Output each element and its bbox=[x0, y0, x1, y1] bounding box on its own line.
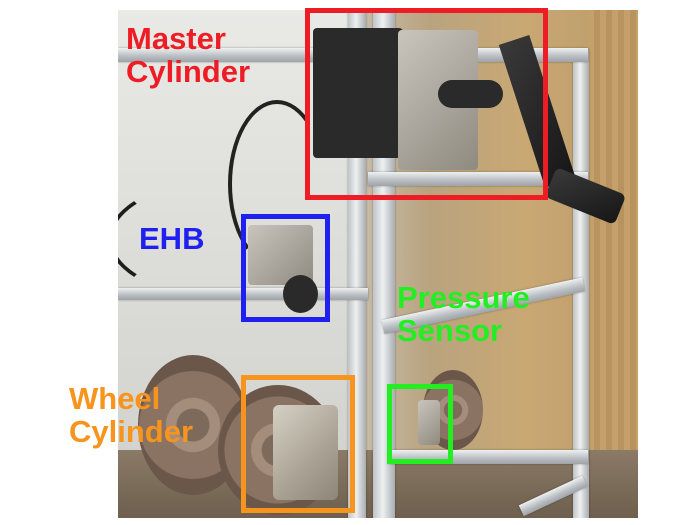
pushrod-boot bbox=[438, 80, 503, 108]
master-cylinder-label-line2: Cylinder bbox=[126, 54, 251, 89]
frame-rail-mid bbox=[368, 172, 588, 186]
master-cylinder-label-line1: Master bbox=[126, 21, 226, 56]
pressure-sensor-body bbox=[418, 400, 440, 445]
wooden-panel bbox=[588, 10, 638, 518]
wheel-cylinder-label: Wheel Cylinder bbox=[69, 382, 193, 448]
ehb-label-text: EHB bbox=[139, 221, 205, 256]
master-cylinder-label: Master Cylinder bbox=[126, 22, 250, 88]
booster-housing bbox=[313, 28, 403, 158]
pressure-sensor-label-line1: Pressure bbox=[397, 280, 530, 315]
wheel-cylinder-highlight bbox=[241, 375, 355, 513]
ehb-motor bbox=[283, 275, 318, 313]
cable-hose bbox=[228, 100, 326, 268]
master-cylinder-highlight bbox=[305, 8, 548, 200]
ehb-label: EHB bbox=[139, 222, 204, 255]
pressure-sensor-label-line2: Sensor bbox=[397, 313, 503, 348]
brake-caliper bbox=[273, 405, 338, 500]
pressure-sensor-highlight bbox=[387, 384, 453, 464]
wheel-cylinder-label-line1: Wheel bbox=[69, 381, 161, 416]
ehb-highlight bbox=[241, 214, 330, 322]
pressure-sensor-label: Pressure Sensor bbox=[397, 281, 530, 347]
wheel-cylinder-label-line2: Cylinder bbox=[69, 414, 194, 449]
